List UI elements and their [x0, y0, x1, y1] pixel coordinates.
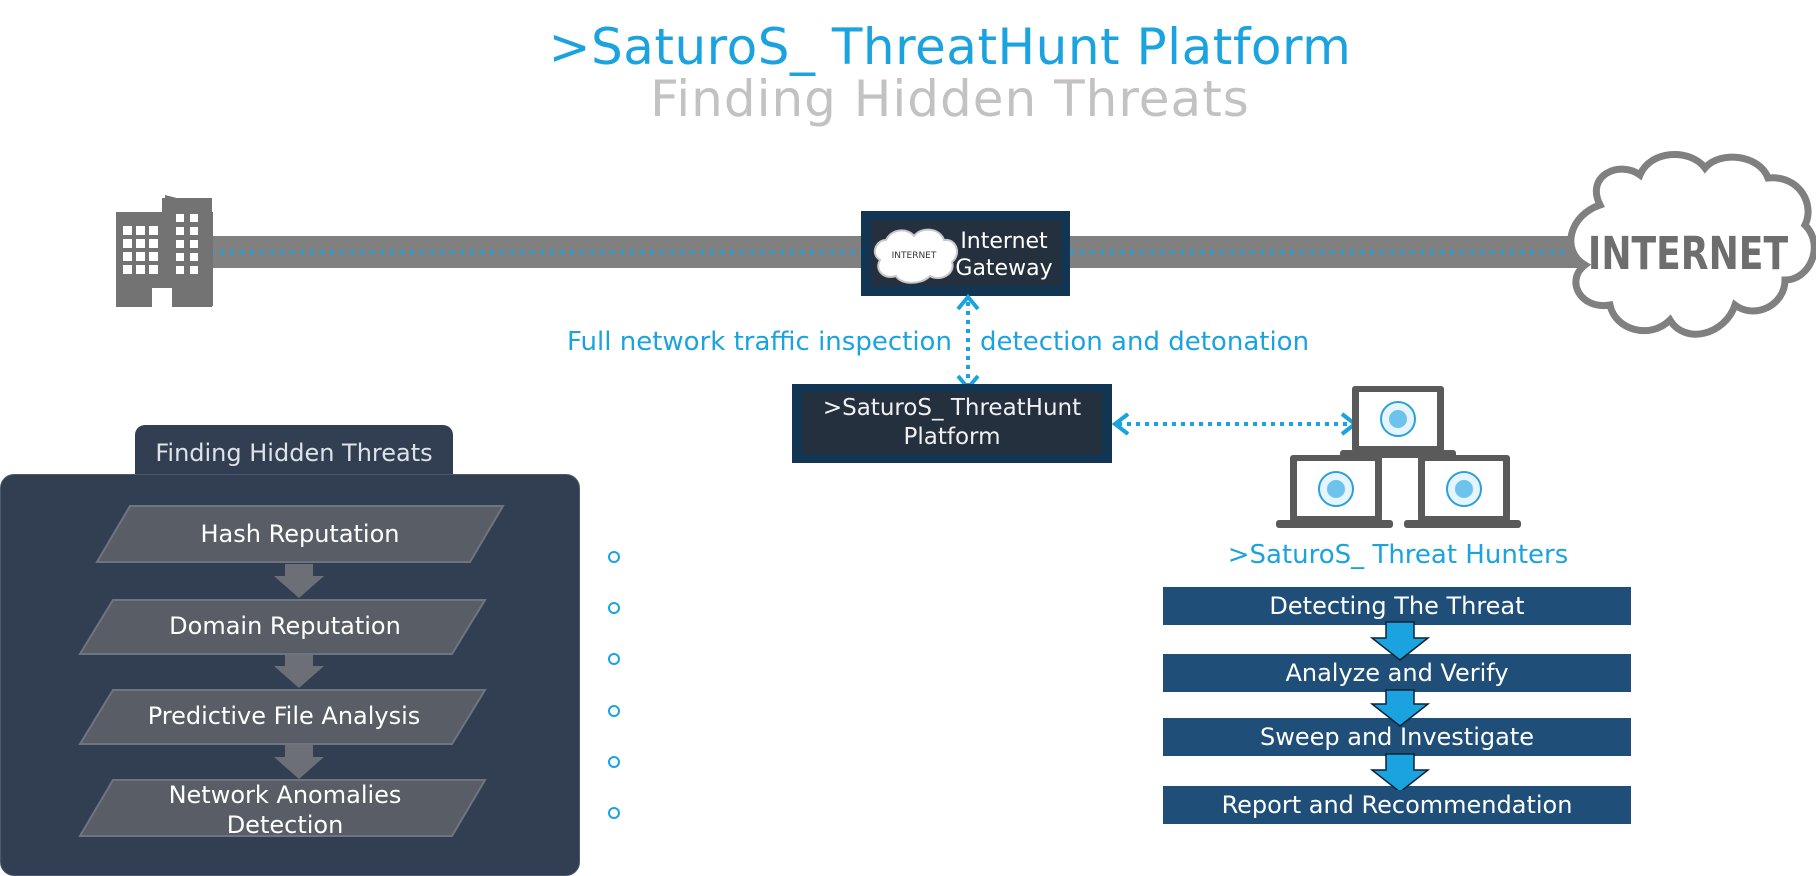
- gateway-cloud-label: INTERNET: [892, 251, 937, 261]
- hunter-arrows: [1369, 621, 1431, 790]
- left-panel-flow: [78, 505, 505, 837]
- internet-gateway: INTERNET Internet Gateway: [861, 211, 1070, 296]
- left-step-label: Hash Reputation: [200, 520, 400, 548]
- gateway-label-line1: Internet: [960, 229, 1048, 254]
- hunter-step: Analyze and Verify: [1163, 654, 1631, 692]
- bullet-icon: [608, 756, 620, 768]
- left-step-shape: [78, 505, 505, 837]
- platform-hunters-arrow: [1111, 412, 1359, 436]
- laptop-icon: [1340, 386, 1456, 458]
- threathunt-platform-box: >SaturoS_ ThreatHunt Platform: [792, 384, 1112, 463]
- building-icon: [116, 195, 213, 307]
- bullet-icon: [608, 705, 620, 717]
- cloud-icon: INTERNET: [1567, 151, 1816, 338]
- platform-label-line1: >SaturoS_ ThreatHunt: [822, 395, 1082, 421]
- internet-cloud-label: INTERNET: [1588, 227, 1788, 280]
- arrow-down-icon: [274, 564, 324, 779]
- left-step-label: Network Anomalies Detection: [140, 780, 430, 840]
- threat-hunters-label: >SaturoS_ Threat Hunters: [1227, 540, 1569, 570]
- left-panel-tab: Finding Hidden Threats: [135, 425, 453, 477]
- gateway-label-line2: Gateway: [955, 256, 1052, 281]
- hunter-step: Detecting The Threat: [1163, 587, 1631, 625]
- arrow-down-icon: [1369, 689, 1431, 727]
- page-subtitle: Finding Hidden Threats: [650, 70, 1250, 128]
- bullet-icon: [608, 653, 620, 665]
- left-step-label: Predictive File Analysis: [147, 702, 421, 730]
- left-step-label-line2: Detection: [226, 811, 344, 839]
- laptop-icon: [1404, 455, 1521, 528]
- arrow-down-icon: [1369, 621, 1431, 661]
- laptop-icon: [1276, 455, 1393, 528]
- gateway-cloud-icon: [873, 228, 959, 284]
- gateway-platform-arrow: [956, 293, 980, 392]
- left-step-label: Domain Reputation: [169, 612, 401, 640]
- platform-label-line2: Platform: [903, 424, 1001, 450]
- bullet-icon: [608, 551, 620, 563]
- bullet-icon: [608, 602, 620, 614]
- bullet-icon: [608, 807, 620, 819]
- left-step-label-line1: Network Anomalies: [168, 781, 402, 809]
- arrow-down-icon: [1369, 753, 1431, 790]
- hunter-step: Report and Recommendation: [1163, 786, 1631, 824]
- page-title: >SaturoS_ ThreatHunt Platform: [548, 18, 1352, 76]
- traffic-label-right: detection and detonation: [980, 327, 1310, 357]
- traffic-label-left: Full network traffic inspection: [567, 327, 952, 357]
